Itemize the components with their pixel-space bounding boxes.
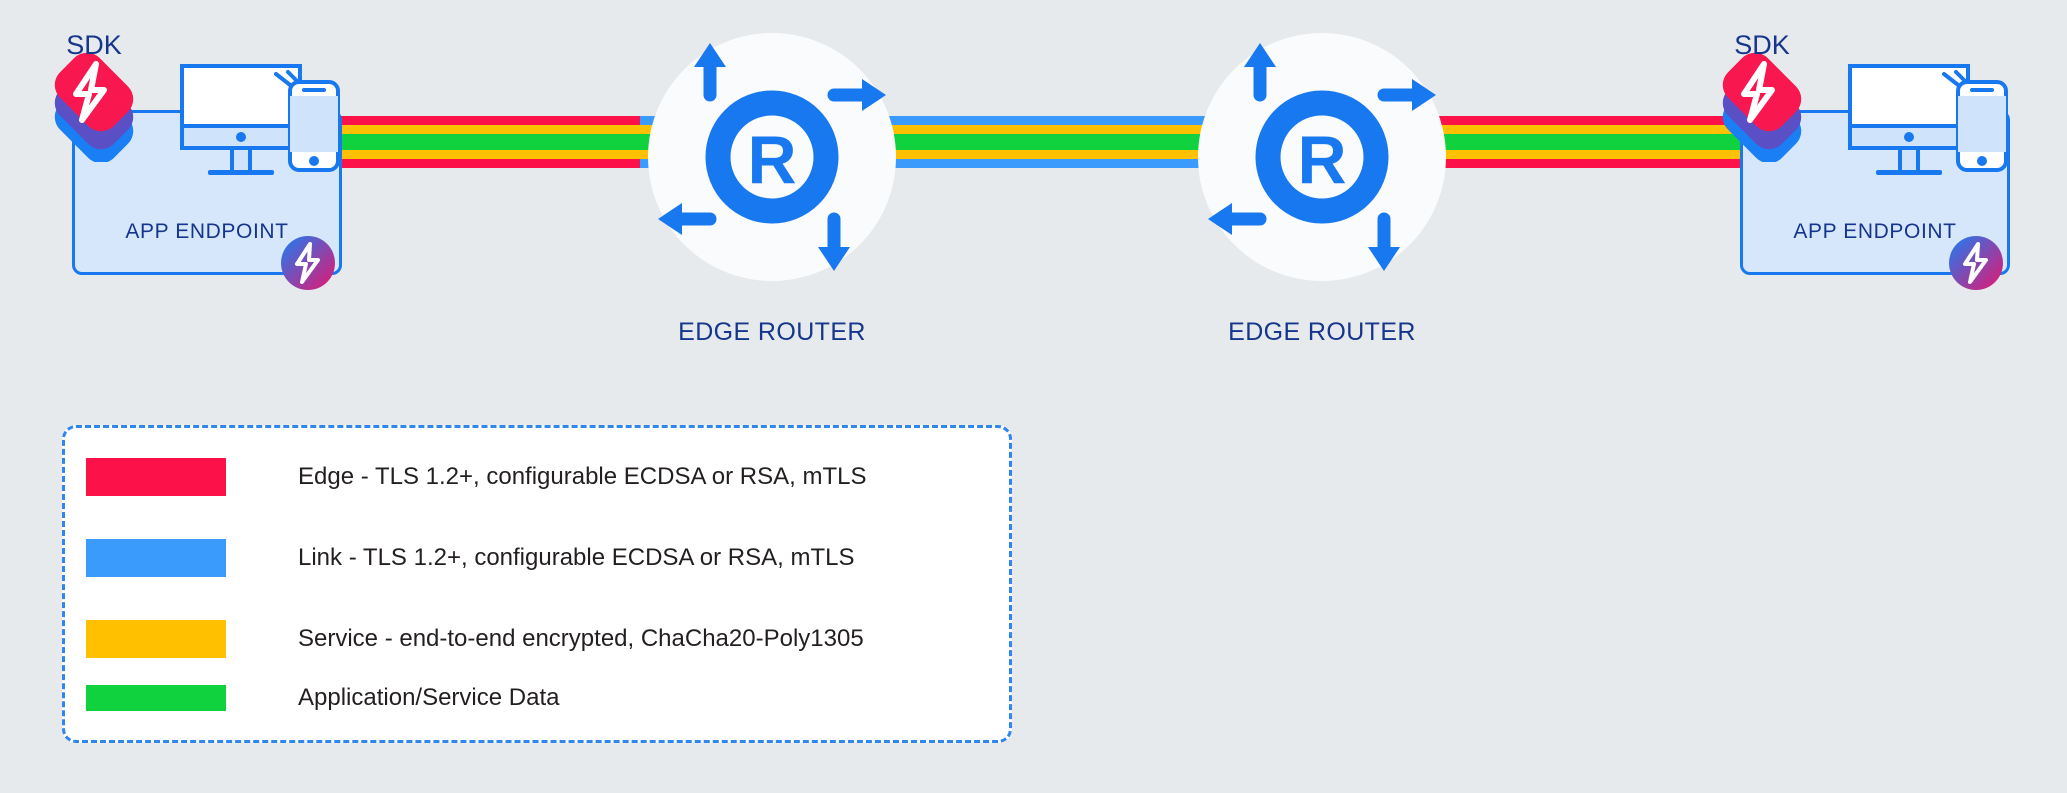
legend-item-link: Link - TLS 1.2+, configurable ECDSA or R… xyxy=(86,539,854,577)
legend-swatch-service xyxy=(86,620,226,658)
endpoint-right-label: APP ENDPOINT xyxy=(1793,220,1957,243)
endpoint-right-devices xyxy=(1846,62,2016,192)
band-link-blue-top xyxy=(640,116,1400,125)
band-service-orange-top xyxy=(330,125,700,134)
ziti-bolt-badge-icon xyxy=(281,236,335,290)
svg-text:R: R xyxy=(747,122,796,198)
router-right-circle[interactable]: R xyxy=(1198,33,1446,281)
legend-swatch-edge xyxy=(86,458,226,496)
endpoint-left-devices xyxy=(178,62,348,192)
desktop-monitor-icon xyxy=(180,64,302,128)
endpoint-left-sdk-label: SDK xyxy=(66,30,122,60)
endpoint-right-bolt-badge[interactable] xyxy=(1948,235,2004,291)
router-right-label: EDGE ROUTER xyxy=(1228,318,1416,346)
endpoint-left-sdk[interactable] xyxy=(44,52,144,162)
legend-item-edge: Edge - TLS 1.2+, configurable ECDSA or R… xyxy=(86,458,867,496)
sdk-stack-icon xyxy=(1722,52,1802,162)
band-service-orange-bottom xyxy=(1340,150,1740,159)
legend-swatch-appdata xyxy=(86,685,226,711)
endpoint-left-bolt-badge[interactable] xyxy=(280,235,336,291)
legend-label-appdata: Application/Service Data xyxy=(298,684,560,711)
legend-label-edge: Edge - TLS 1.2+, configurable ECDSA or R… xyxy=(298,463,867,490)
band-service-orange-top xyxy=(640,125,1400,134)
legend-item-appdata: Application/Service Data xyxy=(86,684,559,712)
band-edge-red-top xyxy=(1340,116,1740,125)
legend-label-service: Service - end-to-end encrypted, ChaCha20… xyxy=(298,625,864,652)
band-service-orange-bottom xyxy=(640,150,1400,159)
edge-link-left xyxy=(330,116,700,168)
legend-item-service: Service - end-to-end encrypted, ChaCha20… xyxy=(86,620,864,658)
router-left-label: EDGE ROUTER xyxy=(678,318,866,346)
band-link-blue-bottom xyxy=(640,159,1400,168)
band-service-orange-top xyxy=(1340,125,1740,134)
endpoint-right-sdk-label: SDK xyxy=(1734,30,1790,60)
edge-router-icon: R xyxy=(658,43,886,271)
svg-text:R: R xyxy=(1297,122,1346,198)
endpoint-left-label: APP ENDPOINT xyxy=(125,220,289,243)
endpoint-right-sdk[interactable] xyxy=(1712,52,1812,162)
desktop-monitor-icon xyxy=(1848,64,1970,128)
band-edge-red-bottom xyxy=(330,159,700,168)
band-app-green xyxy=(330,134,700,150)
band-edge-red-top xyxy=(330,116,700,125)
router-left-circle[interactable]: R xyxy=(648,33,896,281)
band-service-orange-bottom xyxy=(330,150,700,159)
legend-swatch-link xyxy=(86,539,226,577)
edge-router-icon: R xyxy=(1208,43,1436,271)
ziti-bolt-badge-icon xyxy=(1949,236,2003,290)
legend-label-link: Link - TLS 1.2+, configurable ECDSA or R… xyxy=(298,544,855,571)
sdk-stack-icon xyxy=(54,52,134,162)
band-edge-red-bottom xyxy=(1340,159,1740,168)
